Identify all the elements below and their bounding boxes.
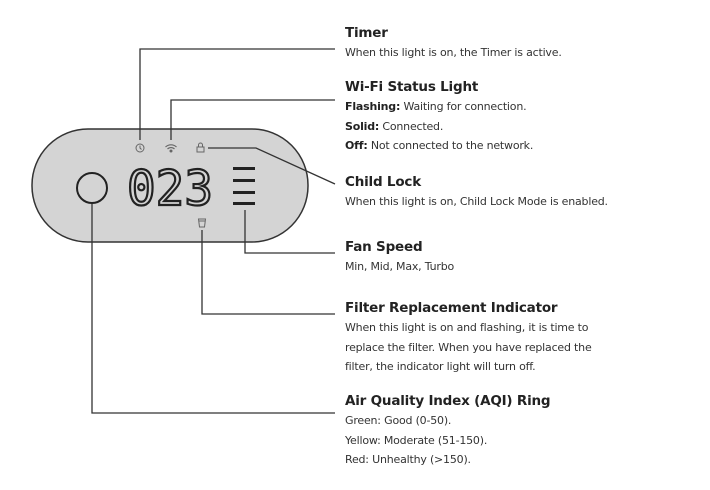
filter-callout: Filter Replacement Indicator When this l… [345, 299, 592, 377]
wifi-flashing-text: Waiting for connection. [400, 100, 527, 113]
child-lock-title: Child Lock [345, 174, 421, 190]
fan-speed-callout: Fan Speed Min, Mid, Max, Turbo [345, 238, 454, 277]
aqi-title: Air Quality Index (AQI) Ring [345, 393, 551, 409]
fan-bar-2 [233, 179, 255, 182]
fan-speed-title: Fan Speed [345, 239, 423, 255]
timer-desc: When this light is on, the Timer is acti… [345, 46, 562, 59]
wifi-callout: Wi-Fi Status Light Flashing: Waiting for… [345, 78, 533, 156]
aqi-red: Red: Unhealthy (>150). [345, 453, 471, 466]
fan-bar-4 [233, 202, 255, 205]
timer-icon [135, 143, 145, 153]
wifi-off: Off: Not connected to the network. [345, 136, 533, 156]
wifi-solid: Solid: Connected. [345, 117, 533, 137]
filter-desc-3: filter, the indicator light will turn of… [345, 360, 536, 373]
display-panel [31, 128, 309, 243]
timer-callout: Timer When this light is on, the Timer i… [345, 24, 562, 63]
aqi-ring [76, 172, 108, 204]
wifi-solid-label: Solid: [345, 119, 380, 133]
filter-desc-1: When this light is on and flashing, it i… [345, 321, 589, 334]
filter-title: Filter Replacement Indicator [345, 300, 558, 316]
filter-leader-line [201, 230, 335, 315]
fan-speed-leader-line [244, 210, 335, 254]
wifi-title: Wi-Fi Status Light [345, 79, 479, 95]
aqi-yellow: Yellow: Moderate (51-150). [345, 433, 488, 447]
fan-speed-desc: Min, Mid, Max, Turbo [345, 260, 455, 273]
timer-title: Timer [345, 25, 388, 41]
child-lock-callout: Child Lock When this light is on, Child … [345, 173, 608, 212]
wifi-leader-line [170, 99, 335, 140]
aqi-leader-line [91, 204, 335, 414]
digit-display: 023 [127, 161, 213, 217]
filter-icon [197, 218, 207, 228]
wifi-solid-text: Connected. [379, 119, 444, 133]
filter-desc-2: replace the filter. When you have replac… [345, 340, 592, 354]
wifi-off-text: Not connected to the network. [367, 139, 534, 152]
fan-bar-3 [233, 191, 255, 194]
child-lock-leader-line [208, 147, 336, 185]
timer-leader-line [139, 48, 335, 140]
child-lock-icon [196, 142, 205, 153]
fan-speed-bars [233, 167, 255, 205]
aqi-green: Green: Good (0-50). [345, 414, 452, 427]
fan-bar-1 [233, 167, 255, 170]
wifi-icon [165, 144, 177, 153]
wifi-flashing: Flashing: Waiting for connection. [345, 97, 533, 117]
wifi-off-label: Off: [345, 139, 368, 152]
child-lock-desc: When this light is on, Child Lock Mode i… [345, 195, 608, 208]
aqi-callout: Air Quality Index (AQI) Ring Green: Good… [345, 392, 551, 470]
wifi-flashing-label: Flashing: [345, 100, 401, 113]
